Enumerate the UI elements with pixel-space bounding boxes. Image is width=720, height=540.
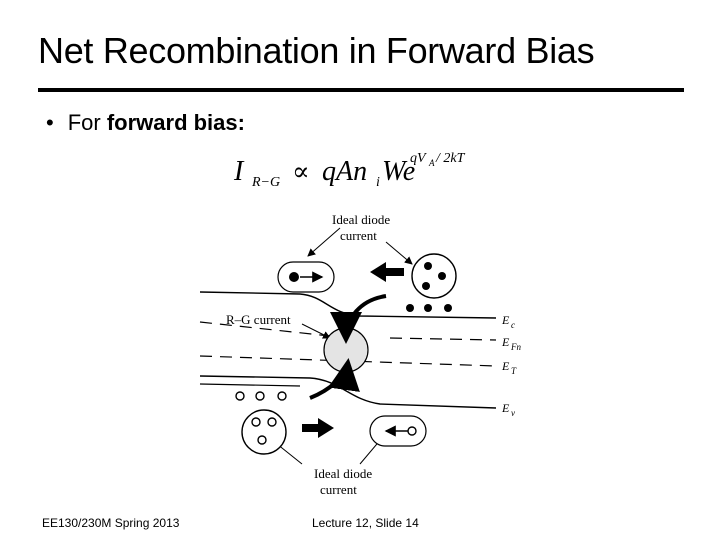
band-label-et: E [501,359,510,373]
hole-reservoir-circle [241,409,287,455]
band-label-et-sub: T [511,366,517,376]
eq-rhs-main: qAn [322,156,367,187]
eq-rhs-subscript: i [376,175,380,190]
band-label-ev: E [501,401,510,415]
rg-current-label: R–G current [226,312,291,327]
footer-slide-number: Lecture 12, Slide 14 [312,516,419,530]
hole-dot [251,417,261,427]
eq-rhs-tail: We [382,156,415,187]
hole-dot [257,435,267,445]
electron-dot [438,272,446,280]
pointer-ideal-top-right [385,241,413,265]
band-label-ev-sub: v [511,408,515,418]
electron-capture-arrow [330,294,387,344]
hole-dot [235,391,245,401]
band-label-ec-sub: c [511,320,515,330]
pointer-ideal-top-left [307,227,341,257]
eq-exponent: qV [410,151,427,166]
electron-dot [444,304,452,312]
eq-exponent-subscript: A [428,158,435,168]
bullet-prefix: For [67,110,107,135]
ideal-bottom-label-line1: Ideal diode [314,466,372,481]
recombination-current-equation: I R−G ∝ qAn i We qV A / 2kT [233,151,466,190]
ideal-top-label-line2: current [340,228,377,243]
hole-dot [277,391,287,401]
electron-dot [406,304,414,312]
electron-dot [424,262,432,270]
quasi-fermi-line [199,321,497,341]
eq-lhs: I [233,156,245,187]
valence-band-line [199,375,497,409]
hole-dot [407,426,417,436]
bullet-forward-bias: • For forward bias: [46,110,245,136]
eq-exponent-tail: / 2kT [435,151,466,166]
hole-flow-arrow-icon [302,418,334,438]
electron-flow-arrow-icon [370,262,404,282]
hole-capture-arrow [309,358,360,400]
bullet-dot: • [46,110,54,135]
ideal-top-label-line1: Ideal diode [332,212,390,227]
hole-dot [267,417,277,427]
electron-dot [422,282,430,290]
title-underline [38,88,684,92]
electron-dot [289,272,299,282]
band-label-efn-sub: Fn [510,342,521,352]
band-label-ec: E [501,313,510,327]
slide-title: Net Recombination in Forward Bias [38,30,595,71]
valence-band-edge-left [199,383,301,387]
ideal-bottom-label-line2: current [320,482,357,497]
electron-dot [424,304,432,312]
footer-course: EE130/230M Spring 2013 [42,516,180,530]
bullet-bold: forward bias: [106,110,245,135]
eq-lhs-subscript: R−G [251,175,280,190]
band-label-efn: E [501,335,510,349]
eq-proportional: ∝ [292,157,310,186]
electron-reservoir-circle [411,253,457,299]
energy-band-diagram: Ideal diode current R–G current Ideal di… [199,212,521,497]
hole-dot [255,391,265,401]
